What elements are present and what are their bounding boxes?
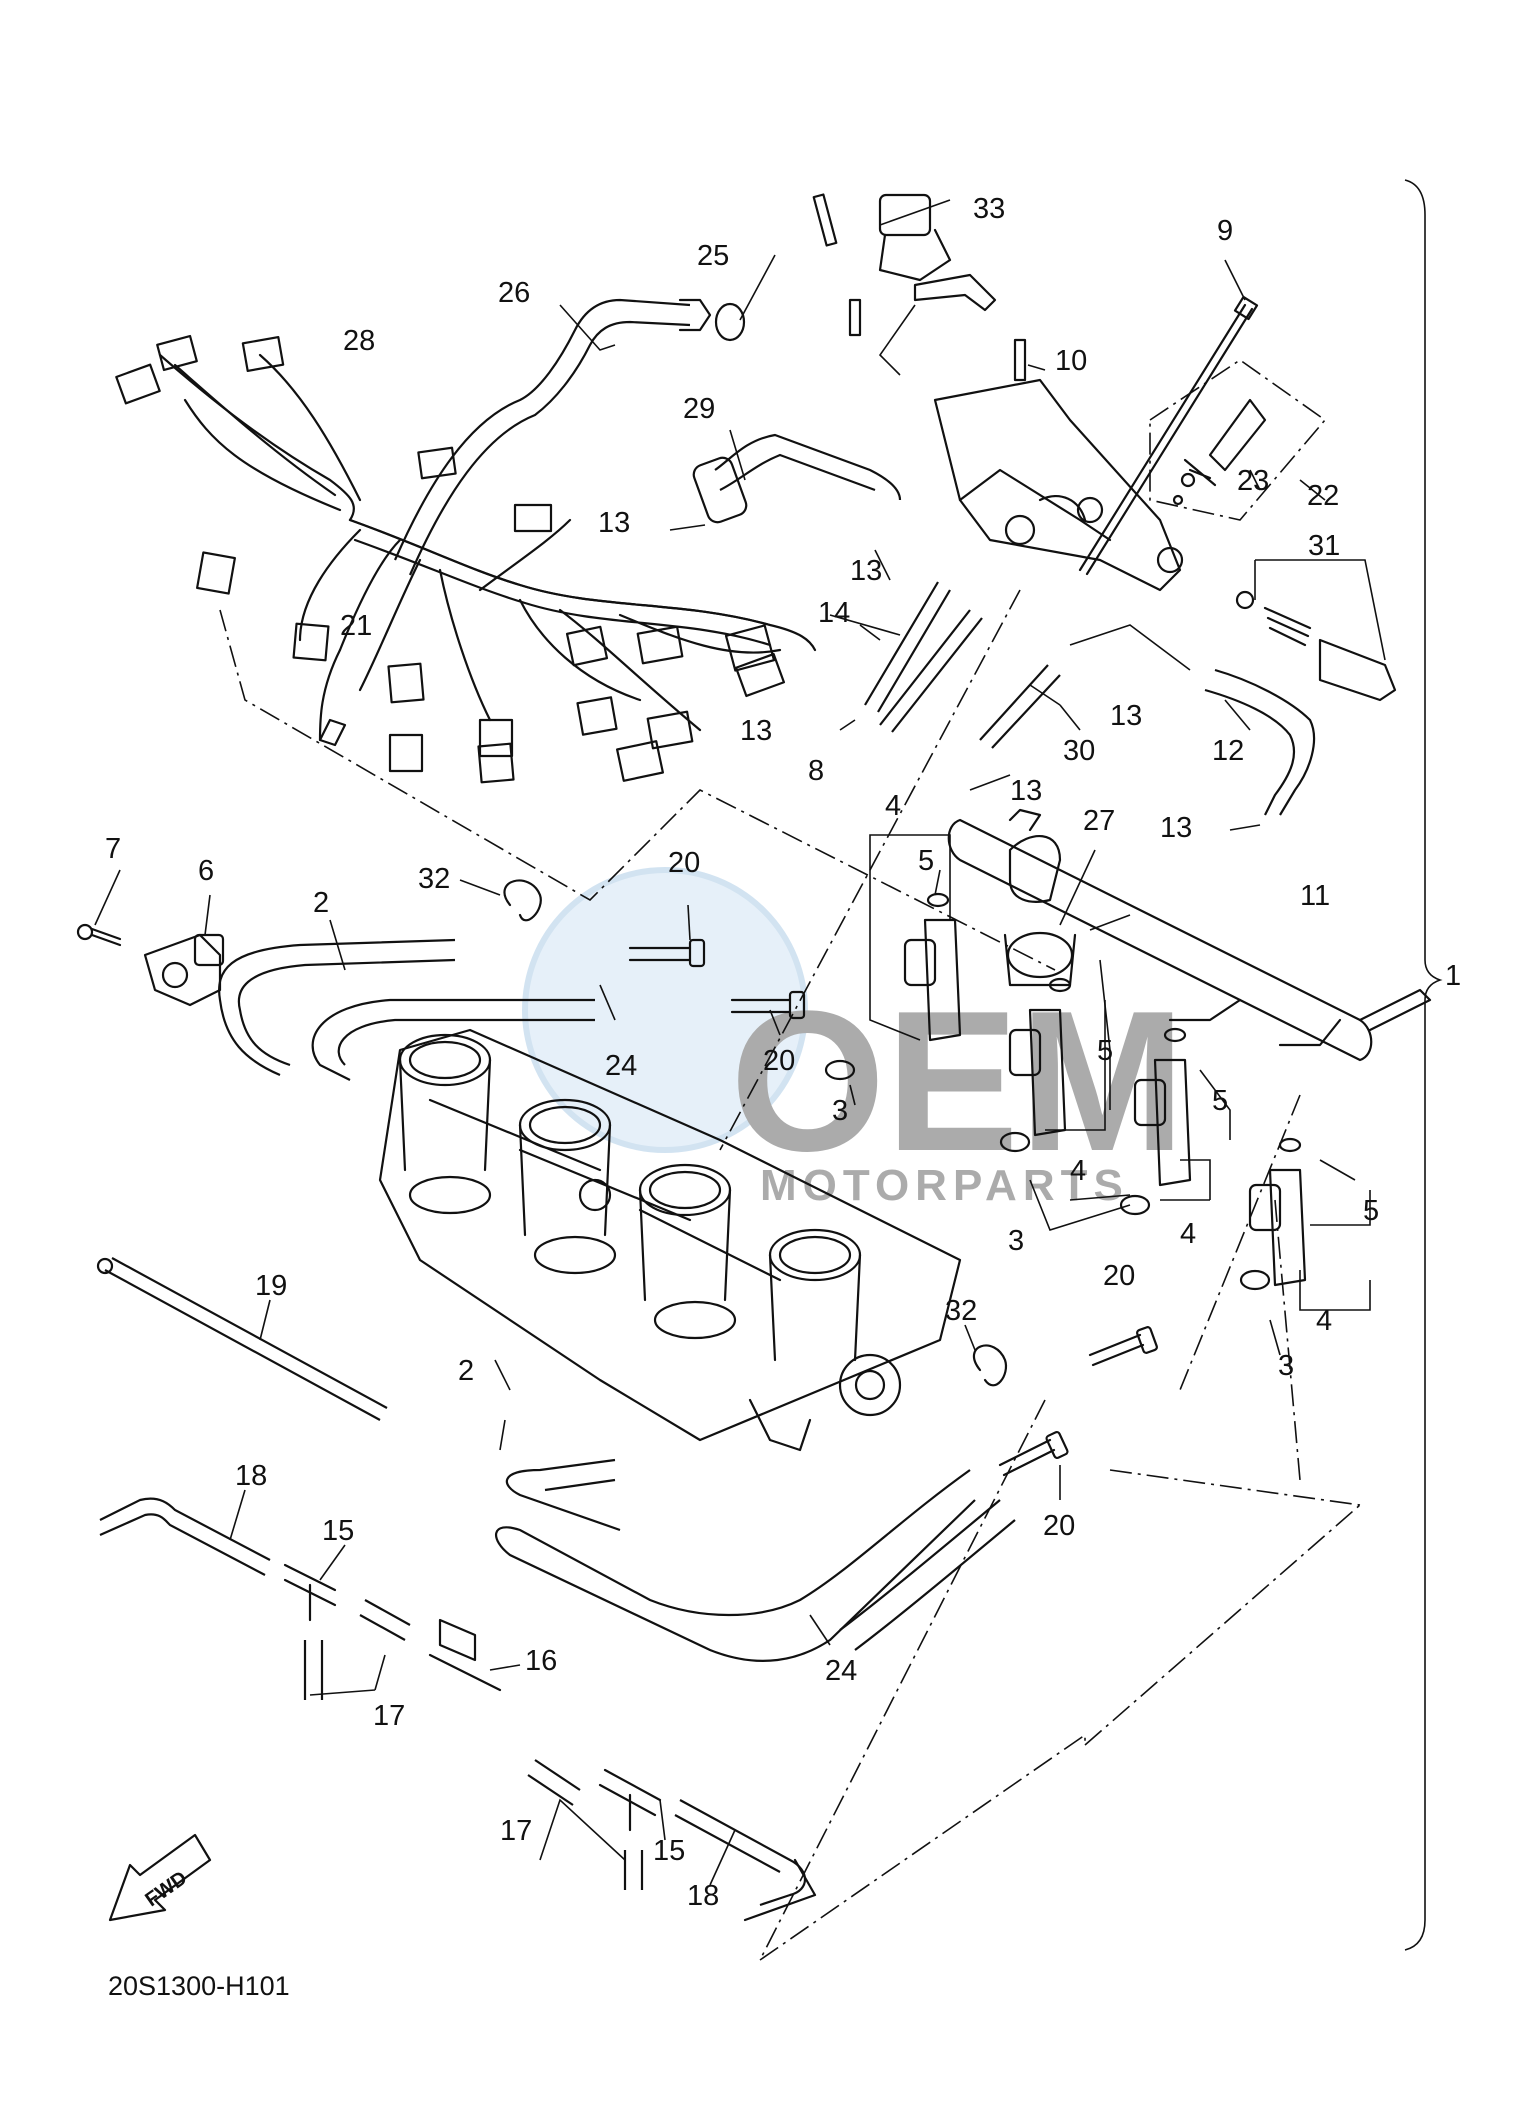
hoses-24 [311,998,1016,1662]
callout-32: 32 [945,1295,977,1327]
callout-labels: 1 2 2 3 3 3 4 4 4 4 5 5 5 5 6 7 8 9 10 1… [105,193,1461,1912]
pressure-regulator-assembly [848,298,1184,592]
callout-13: 13 [1110,700,1142,732]
callout-33: 33 [973,193,1005,225]
bolts-20 [628,938,1158,1477]
callout-17: 17 [373,1700,405,1732]
vacuum-hose-network [96,1257,817,1922]
hose-26 [393,298,691,576]
callout-11: 11 [1300,880,1330,912]
callout-18: 18 [235,1460,267,1492]
callout-29: 29 [683,393,715,425]
wire-harness [115,334,817,784]
callout-12: 12 [1212,735,1244,767]
callout-20: 20 [763,1045,795,1077]
callout-6: 6 [198,855,214,887]
callout-27: 27 [1083,805,1115,837]
watermark: OEM MOTORPARTS [522,867,1186,1210]
callout-5: 5 [918,845,934,877]
callout-5: 5 [1097,1035,1113,1067]
assembly-bracket [1404,179,1443,1951]
callout-28: 28 [343,325,375,357]
injector-1 [903,892,962,1042]
callout-15: 15 [653,1835,685,1867]
callout-7: 7 [105,833,121,865]
hose-26-end [678,298,712,332]
seals-3 [824,1059,1271,1291]
callout-10: 10 [1055,345,1087,377]
callout-2: 2 [313,887,329,919]
callout-4: 4 [1070,1155,1086,1187]
throttle-position-sensor-6 [143,933,225,1007]
callout-24: 24 [825,1655,857,1687]
callout-30: 30 [1063,735,1095,767]
callout-4: 4 [885,790,901,822]
callout-25: 25 [697,240,729,272]
bolt-9 [1078,295,1259,576]
fwd-direction-arrow: FWD [108,1833,212,1922]
callout-14: 14 [818,597,850,629]
callout-20: 20 [668,847,700,879]
adjuster-kit-31 [1235,590,1397,702]
clip-32-upper [503,879,542,922]
callout-24: 24 [605,1050,637,1082]
watermark-tagline: MOTORPARTS [760,1161,1129,1210]
clip-32-lower [972,1344,1008,1387]
callout-13: 13 [740,715,772,747]
callout-13: 13 [1010,775,1042,807]
short-hoses [864,581,1315,816]
fuel-rail-27 [947,808,1432,1062]
callout-20: 20 [1043,1510,1075,1542]
callout-18: 18 [687,1880,719,1912]
clamp-25 [714,302,746,342]
callout-9: 9 [1217,215,1233,247]
throttle-body-assembly [378,1028,962,1452]
callout-2: 2 [458,1355,474,1387]
callout-13: 13 [1160,812,1192,844]
callout-31: 31 [1308,530,1340,562]
callout-4: 4 [1316,1305,1332,1337]
callout-17: 17 [500,1815,532,1847]
callout-13: 13 [850,555,882,587]
screw-7 [76,923,122,947]
callout-3: 3 [1008,1225,1024,1257]
callout-32: 32 [418,863,450,895]
callout-4: 4 [1180,1218,1196,1250]
hoses-2 [218,938,621,1532]
callout-1: 1 [1445,960,1461,992]
callout-5: 5 [1363,1195,1379,1227]
callout-16: 16 [525,1645,557,1677]
injector-4 [1248,1137,1307,1287]
injector-3 [1133,1027,1192,1187]
callout-23: 23 [1237,465,1269,497]
callout-13: 13 [598,507,630,539]
callout-22: 22 [1307,480,1339,512]
leader-lines [94,199,1386,1886]
callout-3: 3 [832,1095,848,1127]
fwd-label: FWD [141,1867,191,1911]
callout-5: 5 [1212,1085,1228,1117]
callout-26: 26 [498,277,530,309]
callout-20: 20 [1103,1260,1135,1292]
callout-8: 8 [808,755,824,787]
sensor-33 [812,193,997,312]
callout-21: 21 [340,610,372,642]
diagram-reference-code: 20S1300-H101 [108,1971,290,2001]
callout-3: 3 [1278,1350,1294,1382]
hose-29 [692,433,902,524]
adjuster-kit-22 [1149,359,1327,521]
callout-15: 15 [322,1515,354,1547]
callout-19: 19 [255,1270,287,1302]
